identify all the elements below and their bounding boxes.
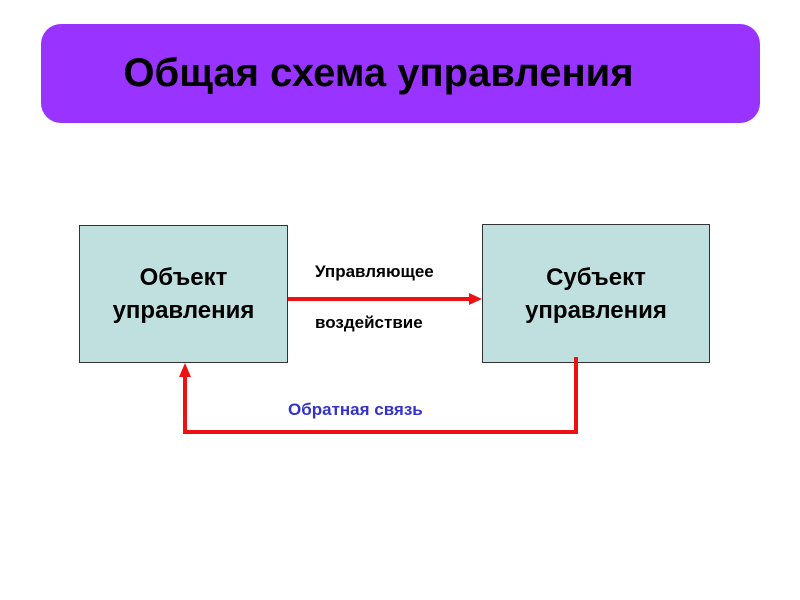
title-banner: Общая схема управления: [41, 24, 760, 123]
control-subject-line1: Субъект: [546, 263, 646, 291]
control-action-arrow: [288, 293, 482, 305]
control-action-label-line2: воздействие: [315, 313, 423, 332]
feedback-arrow: [179, 357, 578, 434]
control-object-line1: Объект: [139, 264, 228, 291]
control-object-box: Объект управления: [79, 225, 288, 363]
control-subject-line2: управления: [525, 296, 667, 324]
control-action-label-line1: Управляющее: [315, 262, 434, 281]
feedback-label: Обратная связь: [288, 400, 423, 419]
control-object-line2: управления: [112, 297, 255, 324]
control-subject-box: Субъект управления: [482, 224, 710, 363]
page-title: Общая схема управления: [123, 51, 634, 95]
